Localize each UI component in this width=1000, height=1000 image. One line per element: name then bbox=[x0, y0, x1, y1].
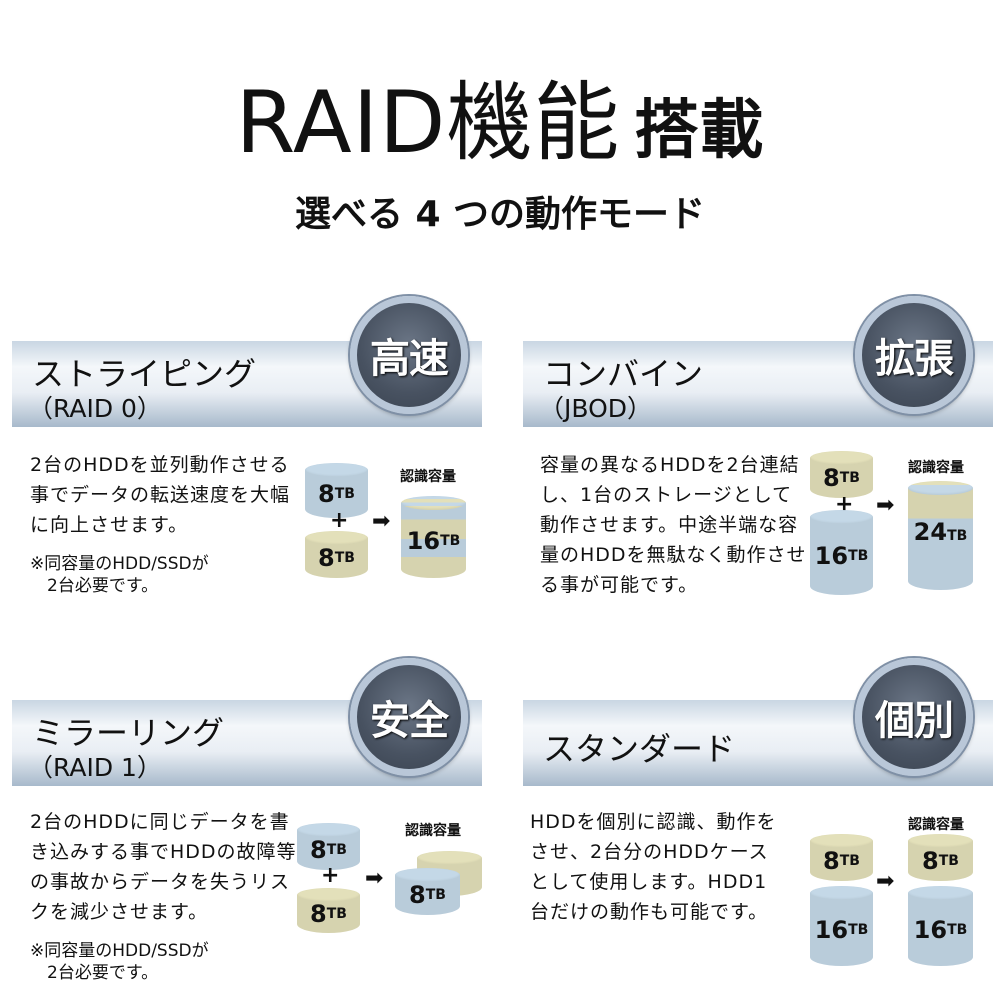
subtitle: 選べる 4 つの動作モード bbox=[294, 194, 706, 235]
arrow-right-icon: ➡ bbox=[876, 869, 895, 894]
title-suffix: 搭載 bbox=[634, 94, 765, 168]
mode-description: HDDを個別に認識、動作をさせ、2台分のHDDケースとして使用します。HDD1台… bbox=[530, 811, 777, 923]
title-main: RAID機能 bbox=[235, 73, 621, 173]
mode-description: 容量の異なるHDDを2台連結し、1台のストレージとして動作させます。中途半端な容… bbox=[540, 454, 807, 596]
mode-badge: 拡張 bbox=[855, 296, 973, 414]
mode-sub: （RAID 1） bbox=[28, 753, 162, 782]
plus-icon: + bbox=[321, 863, 340, 888]
capacity-label: 認識容量 bbox=[908, 817, 964, 833]
plus-icon: + bbox=[330, 508, 349, 533]
mode-note: ※同容量のHDD/SSDが 2台必要です。 bbox=[30, 554, 209, 596]
mode-description: 2台のHDDに同じデータを書き込みする事でHDDの故障等の事故からデータを失うリ… bbox=[30, 811, 297, 923]
mode-sub: （JBOD） bbox=[539, 394, 653, 423]
mode-badge: 高速 bbox=[350, 296, 468, 414]
capacity-label: 認識容量 bbox=[405, 823, 461, 839]
mode-name: コンバイン bbox=[543, 355, 704, 393]
mode-name: スタンダード bbox=[543, 730, 736, 768]
mode-badge: 個別 bbox=[855, 658, 973, 776]
mode-badge: 安全 bbox=[350, 658, 468, 776]
mode-name: ストライピング bbox=[32, 355, 257, 393]
arrow-right-icon: ➡ bbox=[372, 509, 391, 534]
mode-sub: （RAID 0） bbox=[28, 394, 162, 423]
mode-description: 2台のHDDを並列動作させる事でデータの転送速度を大幅に向上させます。 bbox=[30, 454, 291, 536]
capacity-label: 認識容量 bbox=[400, 469, 456, 485]
mode-note: ※同容量のHDD/SSDが 2台必要です。 bbox=[30, 941, 209, 983]
mode-name: ミラーリング bbox=[32, 714, 225, 752]
page-title: RAID機能搭載 bbox=[0, 52, 1000, 177]
arrow-right-icon: ➡ bbox=[365, 866, 384, 891]
arrow-right-icon: ➡ bbox=[876, 493, 895, 518]
capacity-label: 認識容量 bbox=[908, 460, 964, 476]
